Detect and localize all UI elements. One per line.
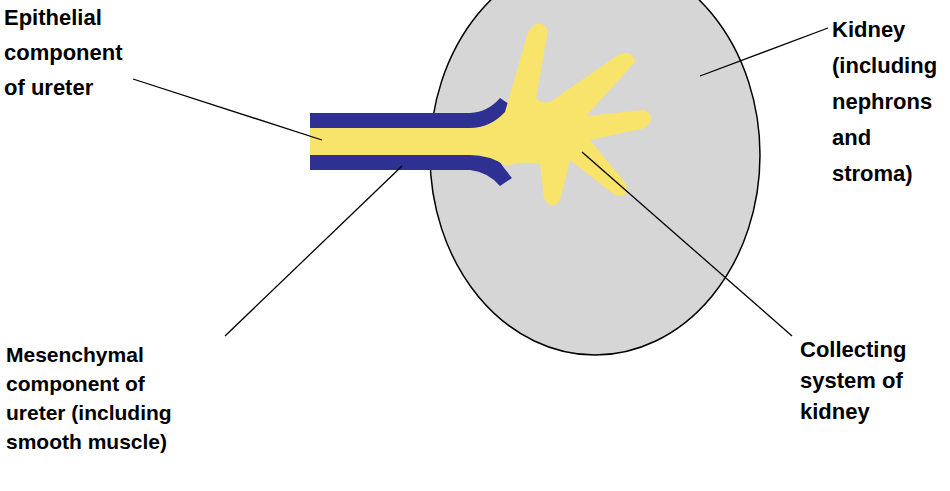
leader-line xyxy=(582,152,792,336)
part-label: Collecting system of kidney xyxy=(800,334,922,427)
part-label: Mesenchymal component of ureter (includi… xyxy=(6,340,178,456)
part-label: Epithelial component of ureter xyxy=(4,0,132,105)
leader-line xyxy=(133,79,322,140)
leader-line xyxy=(225,166,402,336)
part-label: Kidney (including nephrons and stroma) xyxy=(832,12,946,192)
collecting-system xyxy=(310,23,651,205)
leader-line xyxy=(700,28,828,76)
